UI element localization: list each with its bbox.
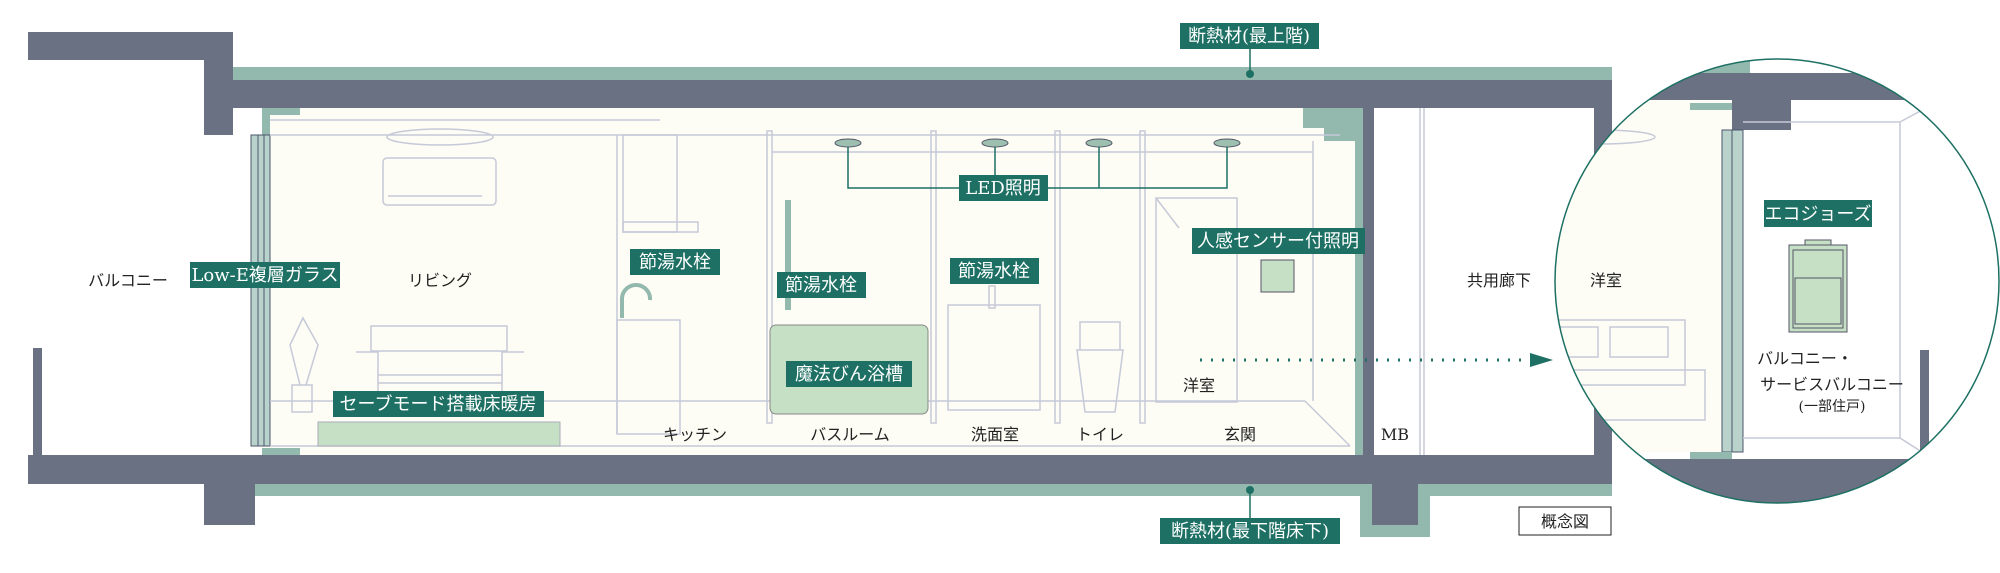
room-entrance: 玄関: [1224, 425, 1256, 444]
tag-text: 魔法びん浴槽: [795, 364, 903, 385]
tag-text: Low-E複層ガラス: [191, 265, 338, 286]
tag-faucet-kitchen: 節湯水栓: [630, 249, 720, 275]
room-balcony-left: バルコニー: [88, 271, 168, 290]
tag-text: 節湯水栓: [958, 261, 1030, 282]
tag-insulation-bottom: 断熱材(最下階床下): [1160, 518, 1340, 544]
room-western: 洋室: [1183, 376, 1215, 395]
tag-led-lighting: LED照明: [959, 175, 1048, 201]
tag-text: LED照明: [965, 178, 1041, 199]
arrow-head-icon: [1530, 353, 1553, 367]
tag-text: 節湯水栓: [785, 275, 857, 296]
tag-text: 人感センサー付照明: [1197, 231, 1359, 252]
tag-text: セーブモード搭載床暖房: [340, 393, 537, 415]
room-some-units: (一部住戸): [1799, 399, 1866, 415]
tag-floor-heating: セーブモード搭載床暖房: [333, 391, 544, 417]
room-service-balcony: サービスバルコニー: [1760, 375, 1904, 394]
led-light-icon: [1085, 138, 1113, 148]
room-kitchen: キッチン: [663, 425, 727, 444]
plant-icon: [289, 316, 319, 413]
toilet-icon: [1076, 321, 1124, 413]
led-light-icon: [981, 138, 1009, 148]
sofa-icon: [356, 325, 524, 414]
tag-text: 断熱材(最上階): [1188, 26, 1310, 47]
tag-sensor-lighting: 人感センサー付照明: [1192, 228, 1365, 254]
room-corridor: 共用廊下: [1467, 271, 1531, 290]
led-lights: [834, 138, 1241, 148]
ceiling-light-icon: [386, 128, 494, 146]
kitchen-fixtures: [616, 134, 699, 435]
living-furniture: [289, 128, 561, 447]
wet-area-fixtures: [766, 130, 1553, 424]
room-washroom: 洗面室: [971, 425, 1019, 444]
concept-note-text: 概念図: [1541, 512, 1589, 531]
floor-heater-icon: [317, 421, 561, 447]
tag-insulation-top: 断熱材(最上階): [1180, 23, 1319, 49]
window-glass: [250, 134, 271, 447]
concept-note: 概念図: [1518, 506, 1612, 536]
faucet-icon: [620, 282, 653, 318]
room-balcony-right: バルコニー・: [1757, 349, 1853, 368]
tag-text: エコジョーズ: [1764, 204, 1871, 225]
tag-ecojozu: エコジョーズ: [1764, 200, 1872, 227]
tag-text: 断熱材(最下階床下): [1171, 521, 1329, 542]
led-light-icon: [834, 138, 862, 148]
led-light-icon: [1213, 138, 1241, 148]
tag-faucet-bath: 節湯水栓: [777, 272, 866, 298]
tag-thermos-bathtub: 魔法びん浴槽: [786, 361, 912, 387]
tag-low-e-glass: Low-E複層ガラス: [190, 262, 340, 288]
water-heater-icon: [1788, 239, 1848, 333]
magnifier-circle: [1554, 58, 2000, 504]
room-living: リビング: [408, 271, 472, 290]
door: [1155, 197, 1238, 403]
vanity-icon: [947, 304, 1041, 411]
insulation-bottom-marker: [1246, 486, 1254, 494]
room-toilet: トイレ: [1076, 425, 1124, 444]
room-bathroom: バスルーム: [810, 425, 890, 444]
room-western-zoom: 洋室: [1590, 271, 1622, 290]
air-conditioner-icon: [382, 157, 497, 206]
tag-text: 節湯水栓: [639, 252, 711, 273]
insulation-top-marker: [1246, 70, 1254, 78]
room-labels: バルコニー リビング キッチン バスルーム 洗面室 トイレ 玄関 洋室 MB 共…: [88, 271, 1904, 444]
sensor-switch-icon: [1260, 259, 1295, 293]
bed-icon: [1555, 319, 1706, 421]
room-mb: MB: [1381, 425, 1409, 444]
tag-faucet-washroom: 節湯水栓: [950, 258, 1039, 284]
